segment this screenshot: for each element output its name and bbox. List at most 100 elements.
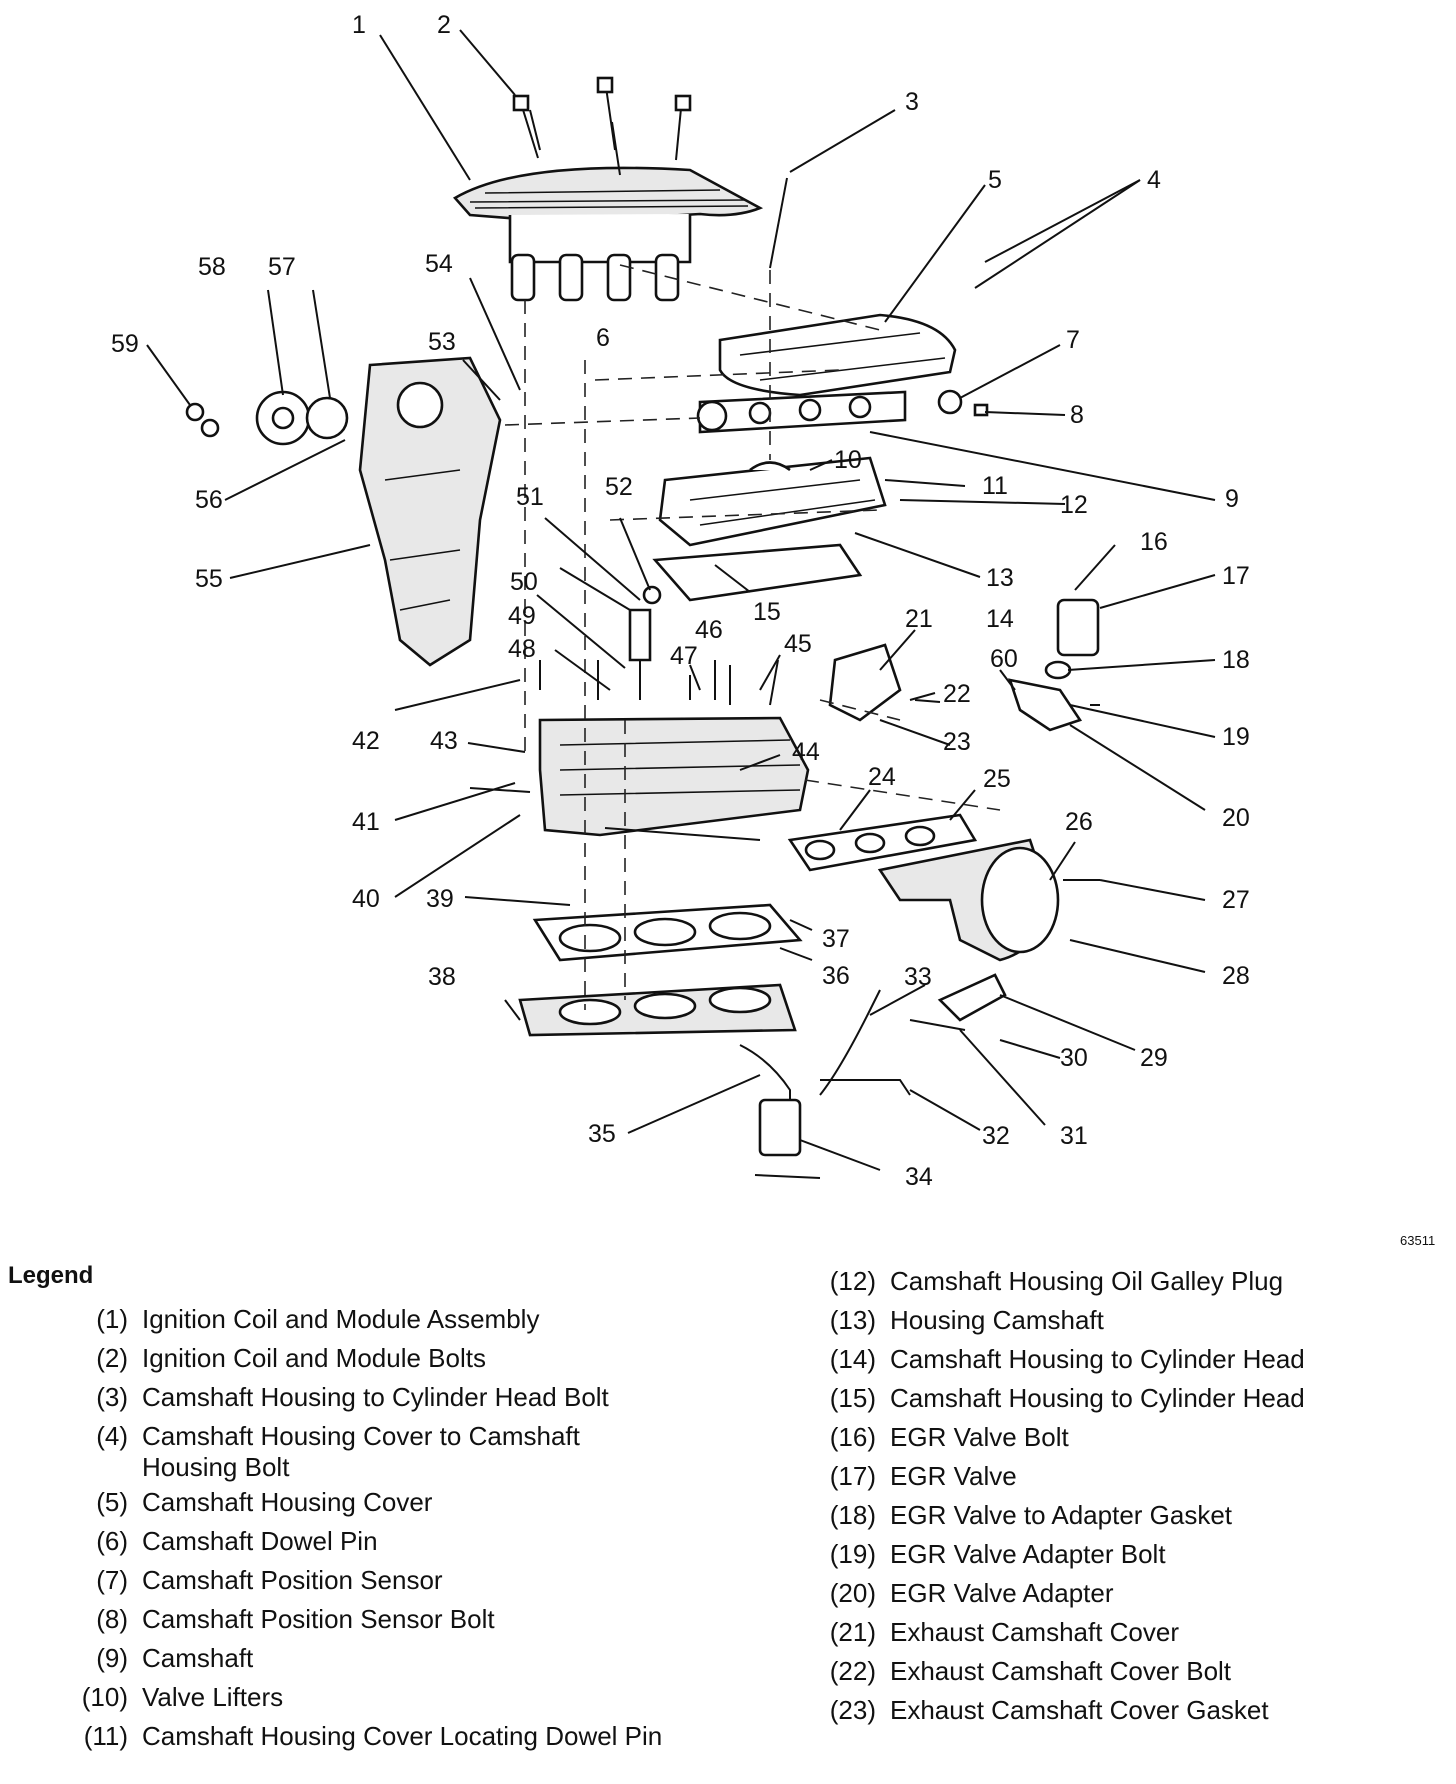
- egr-valve-drawing: [1008, 598, 1100, 732]
- callout-33: 33: [904, 963, 932, 991]
- legend-item: (5)Camshaft Housing Cover: [56, 1483, 676, 1522]
- legend-item: (7)Camshaft Position Sensor: [56, 1561, 676, 1600]
- legend-item: (14)Camshaft Housing to Cylinder Head: [804, 1340, 1444, 1379]
- legend-item: (21)Exhaust Camshaft Cover: [804, 1613, 1444, 1652]
- legend-item-text: Exhaust Camshaft Cover: [890, 1617, 1180, 1647]
- legend-item: (16)EGR Valve Bolt: [804, 1418, 1444, 1457]
- exploded-engine-diagram: 1 2 3 4 5 6 7 8 9 10 11 12 13 14 15 16 1…: [111, 11, 1250, 1191]
- legend-item-text: Valve Lifters: [142, 1682, 284, 1712]
- engine-block-drawing: [518, 983, 797, 1037]
- callout-47: 47: [670, 642, 698, 670]
- callout-46: 46: [695, 616, 723, 644]
- legend-item-number: (20): [829, 1578, 876, 1608]
- exhaust-gaskets-drawing: [787, 813, 978, 872]
- legend-item: (23)Exhaust Camshaft Cover Gasket: [804, 1691, 1444, 1730]
- legend-item: (10) Valve Lifters: [56, 1678, 676, 1717]
- callout-13: 13: [986, 564, 1014, 592]
- callout-2: 2: [437, 11, 451, 39]
- hoses-drawing: [739, 989, 911, 1157]
- legend-item: (12) Camshaft Housing Oil Galley Plug: [804, 1262, 1444, 1301]
- callout-4: 4: [1147, 166, 1161, 194]
- callout-37: 37: [822, 925, 850, 953]
- callout-21: 21: [905, 605, 933, 633]
- legend-item: (19)EGR Valve Adapter Bolt: [804, 1535, 1444, 1574]
- legend-item-number: (11): [83, 1721, 128, 1751]
- callout-23: 23: [943, 728, 971, 756]
- camshaft-housing-drawing: [658, 456, 887, 547]
- callout-31: 31: [1060, 1122, 1088, 1150]
- legend-item-text: Ignition Coil and Module Assembly: [142, 1304, 540, 1334]
- callout-55: 55: [195, 565, 223, 593]
- figure-id: 63511: [1400, 1233, 1436, 1248]
- legend-item-number: (14): [829, 1344, 876, 1374]
- leader-lines: [146, 29, 1216, 1171]
- sprockets-drawing: [185, 390, 349, 446]
- exhaust-cover-drawing: [828, 643, 902, 722]
- callout-52: 52: [605, 473, 633, 501]
- legend-item-number: (8): [96, 1604, 128, 1634]
- legend-left-column: (1)Ignition Coil and Module Assembly(2)I…: [56, 1300, 676, 1756]
- callout-26: 26: [1065, 808, 1093, 836]
- legend-item-text: Camshaft Position Sensor: [142, 1565, 443, 1595]
- exhaust-manifold-drawing: [877, 838, 1060, 962]
- legend-item-text: Camshaft Housing Cover Locating Dowel Pi…: [142, 1721, 663, 1751]
- callout-53: 53: [428, 328, 456, 356]
- legend-item: (9)Camshaft: [56, 1639, 676, 1678]
- callout-35: 35: [588, 1120, 616, 1148]
- callout-20: 20: [1222, 804, 1250, 832]
- callout-50: 50: [510, 568, 538, 596]
- legend-item-text: EGR Valve Bolt: [890, 1422, 1069, 1452]
- legend-item-number: (4): [96, 1421, 128, 1451]
- valve-train-drawing: [539, 585, 779, 706]
- callout-18: 18: [1222, 646, 1250, 674]
- camshaft-housing-cover-drawing: [718, 313, 957, 397]
- callout-7: 7: [1066, 326, 1080, 354]
- callout-8: 8: [1070, 401, 1084, 429]
- legend-item-text: EGR Valve Adapter Bolt: [890, 1539, 1166, 1569]
- callout-38: 38: [428, 963, 456, 991]
- housing-gasket-drawing: [652, 543, 863, 602]
- callout-59: 59: [111, 330, 139, 358]
- callout-58: 58: [198, 253, 226, 281]
- legend-item: (22) Exhaust Camshaft Cover Bolt: [804, 1652, 1444, 1691]
- legend-item: (4)Camshaft Housing Cover to Camshaft Ho…: [56, 1417, 676, 1483]
- legend-item-number: (15): [829, 1383, 876, 1413]
- callout-12: 12: [1060, 491, 1088, 519]
- callout-40: 40: [352, 885, 380, 913]
- callout-39: 39: [426, 885, 454, 913]
- callout-56: 56: [195, 486, 223, 514]
- legend-item-text: Camshaft Housing Oil Galley Plug: [890, 1266, 1284, 1296]
- callout-24: 24: [868, 763, 896, 791]
- legend-item: (20)EGR Valve Adapter: [804, 1574, 1444, 1613]
- legend-item-number: (17): [829, 1461, 876, 1491]
- legend-item-text: Camshaft Housing to Cylinder Head Bolt: [142, 1382, 609, 1412]
- callout-19: 19: [1222, 723, 1250, 751]
- callout-6: 6: [596, 324, 610, 352]
- callout-60: 60: [990, 645, 1018, 673]
- legend-item-number: (10): [81, 1682, 128, 1712]
- callout-22: 22: [943, 680, 971, 708]
- callout-14: 14: [986, 605, 1014, 633]
- callout-49: 49: [508, 602, 536, 630]
- legend-item: (11) Camshaft Housing Cover Locating Dowe…: [56, 1717, 676, 1756]
- callout-17: 17: [1222, 562, 1250, 590]
- legend-item-text: Exhaust Camshaft Cover Gasket: [890, 1695, 1269, 1725]
- legend-item: (1)Ignition Coil and Module Assembly: [56, 1300, 676, 1339]
- callout-48: 48: [508, 635, 536, 663]
- legend-title: Legend: [8, 1262, 94, 1289]
- callout-15: 15: [753, 598, 781, 626]
- legend-item-number: (3): [96, 1382, 128, 1412]
- callout-16: 16: [1140, 528, 1168, 556]
- legend-item: (13)Housing Camshaft: [804, 1301, 1444, 1340]
- callout-11: 11: [982, 472, 1008, 500]
- legend-item: (15)Camshaft Housing to Cylinder Head: [804, 1379, 1444, 1418]
- legend-item-text: Camshaft Dowel Pin: [142, 1526, 378, 1556]
- camshaft-housing-bolt-drawing: [769, 177, 788, 269]
- callout-9: 9: [1225, 485, 1239, 513]
- legend-item-text: Exhaust Camshaft Cover Bolt: [890, 1656, 1232, 1686]
- legend-item-number: (22): [829, 1656, 876, 1686]
- legend-item-number: (12): [829, 1266, 876, 1296]
- callout-44: 44: [792, 738, 820, 766]
- alignment-lines: [504, 264, 1001, 1010]
- callout-34: 34: [905, 1163, 933, 1191]
